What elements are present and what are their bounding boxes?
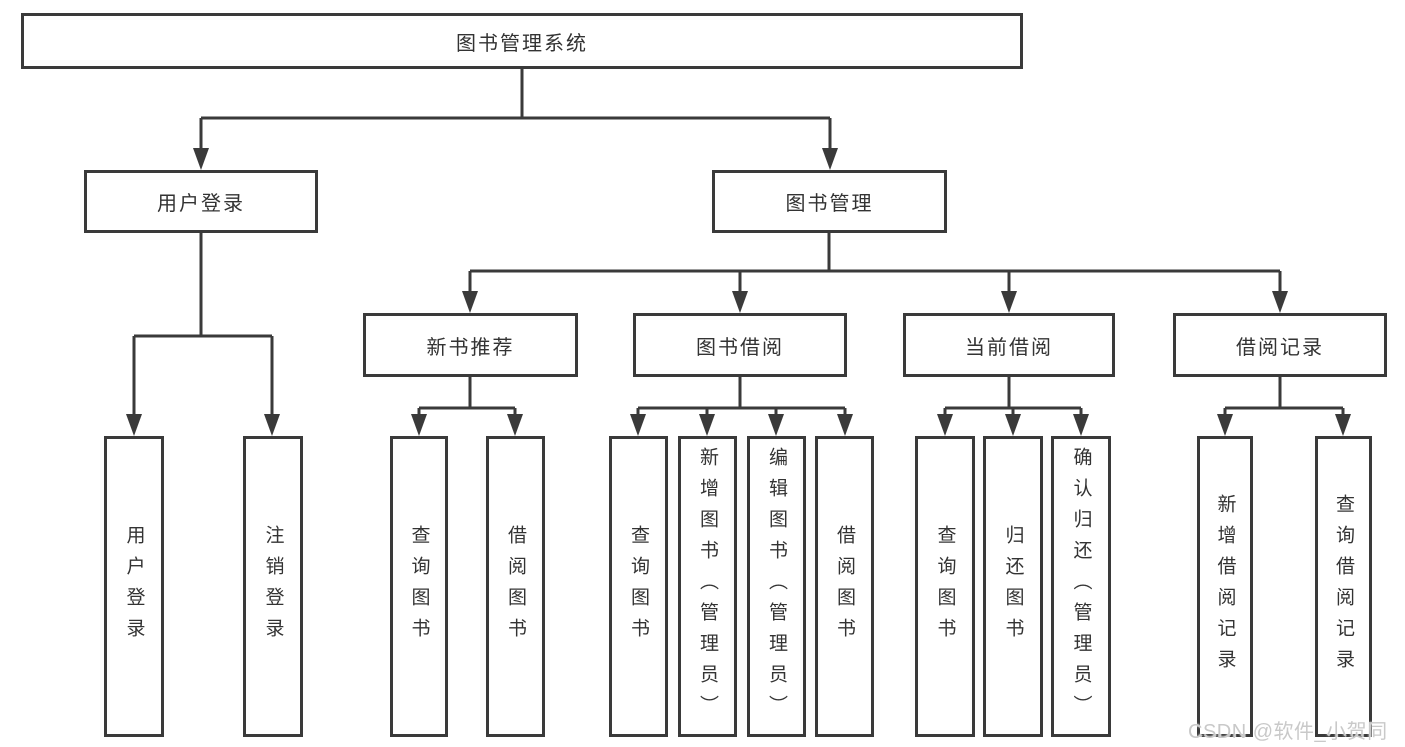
node-book-management: 图书管理	[712, 170, 947, 233]
leaf-borrow-books-recommend: 借阅图书	[486, 436, 545, 737]
leaf-edit-books-admin: 编辑图书（管理员）	[747, 436, 806, 737]
leaf-query-books-borrow: 查询图书	[609, 436, 668, 737]
leaf-add-borrow-record: 新增借阅记录	[1197, 436, 1253, 737]
arrow-down-icon	[699, 414, 715, 436]
arrow-down-icon	[1001, 291, 1017, 313]
leaf-query-borrow-record: 查询借阅记录	[1315, 436, 1372, 737]
arrow-down-icon	[126, 414, 142, 436]
arrow-down-icon	[937, 414, 953, 436]
arrow-down-icon	[837, 414, 853, 436]
arrow-down-icon	[732, 291, 748, 313]
arrow-down-icon	[462, 291, 478, 313]
arrow-down-icon	[264, 414, 280, 436]
connector-lines	[132, 69, 1345, 416]
arrow-down-icon	[630, 414, 646, 436]
node-book-borrowing: 图书借阅	[633, 313, 847, 377]
arrow-down-icon	[193, 148, 209, 170]
node-current-borrowing: 当前借阅	[903, 313, 1115, 377]
arrow-down-icon	[1073, 414, 1089, 436]
leaf-borrow-books: 借阅图书	[815, 436, 874, 737]
arrow-down-icon	[1005, 414, 1021, 436]
arrow-down-icon	[1272, 291, 1288, 313]
node-user-login: 用户登录	[84, 170, 318, 233]
arrow-down-icon	[1217, 414, 1233, 436]
connector-rails	[134, 69, 1343, 410]
arrow-down-icon	[1335, 414, 1351, 436]
node-new-book-recommendation: 新书推荐	[363, 313, 578, 377]
arrow-down-icon	[507, 414, 523, 436]
leaf-query-books-current: 查询图书	[915, 436, 975, 737]
csdn-watermark: CSDN @软件_小贺同学	[1188, 721, 1388, 743]
arrow-down-icon	[411, 414, 427, 436]
leaf-query-books-recommend: 查询图书	[390, 436, 448, 737]
leaf-user-login: 用户登录	[104, 436, 164, 737]
node-borrowing-records: 借阅记录	[1173, 313, 1387, 377]
arrow-down-icon	[822, 148, 838, 170]
leaf-logout: 注销登录	[243, 436, 303, 737]
arrowheads	[126, 148, 1351, 436]
connector-drops	[132, 118, 1345, 416]
leaf-return-books: 归还图书	[983, 436, 1043, 737]
node-library-management-system: 图书管理系统	[21, 13, 1023, 69]
leaf-add-books-admin: 新增图书（管理员）	[678, 436, 737, 737]
leaf-confirm-return-admin: 确认归还（管理员）	[1051, 436, 1111, 737]
arrow-down-icon	[768, 414, 784, 436]
